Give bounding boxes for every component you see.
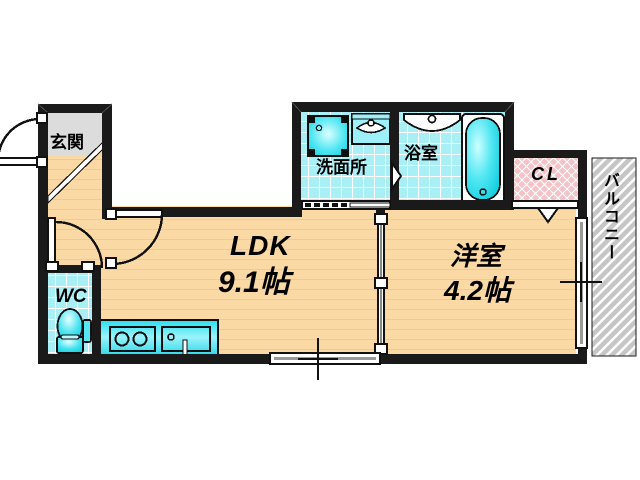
- ldk-swing-door: [105, 208, 164, 269]
- toilet-fixture: [56, 308, 92, 354]
- wall-corner-bevels: [37, 101, 515, 114]
- room-label-closet: CL: [531, 164, 561, 184]
- vanity-sink: [351, 113, 391, 145]
- balcony-sliding-window: [560, 217, 602, 349]
- room-label-balcony: バルコニー: [601, 172, 620, 262]
- bath-washbasin: [403, 113, 461, 132]
- room-label-yokushitsu: 浴室: [404, 144, 438, 164]
- room-floor-closet: [512, 156, 584, 206]
- washing-machine-pan: [307, 115, 349, 157]
- bathroom-folding-door: [391, 159, 403, 193]
- room-label-wc: WC: [55, 286, 87, 307]
- wc-swing-door: [45, 220, 104, 272]
- closet-door: [511, 200, 579, 224]
- ldk-room-sliding-partition: [374, 213, 388, 355]
- room-label-ldk: LDK: [230, 230, 291, 261]
- washroom-sliding-door: [301, 200, 391, 210]
- room-floor-balcony: [591, 157, 637, 357]
- room-floor-yoshitsu: [382, 206, 576, 362]
- entrance-swing-door: [0, 112, 48, 168]
- room-area-ldk: 9.1帖: [218, 266, 290, 299]
- kitchen-counter: [99, 319, 219, 359]
- two-burner-stove: [109, 326, 156, 352]
- corridor-door-jamb: [47, 217, 56, 269]
- room-label-senmenjo: 洗面所: [316, 158, 367, 178]
- ldk-south-window: [269, 338, 381, 380]
- room-area-yoshitsu: 4.2帖: [444, 275, 511, 306]
- room-label-genkan: 玄関: [50, 133, 84, 153]
- room-label-yoshitsu: 洋室: [450, 241, 503, 271]
- bathtub: [461, 113, 505, 205]
